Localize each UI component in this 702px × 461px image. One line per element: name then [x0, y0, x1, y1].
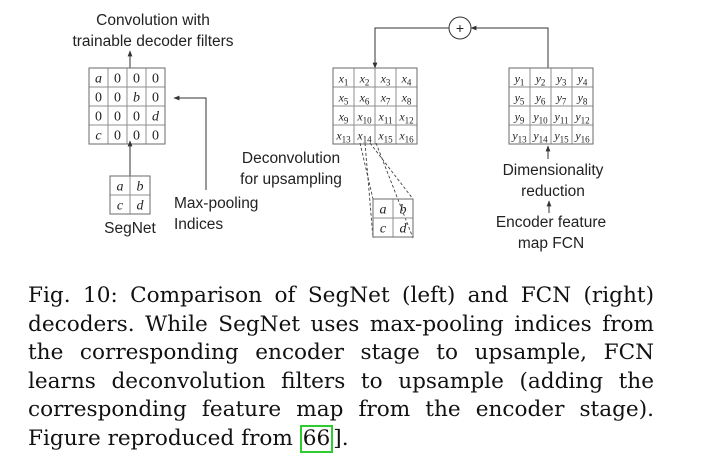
- grid-cell-value: d: [137, 199, 145, 214]
- grid-cell-value: y1: [514, 72, 525, 88]
- fcn-y-to-sum-arrow: [470, 25, 549, 68]
- grid-cell-value: a: [117, 180, 124, 195]
- grid-cell-value: y10: [532, 110, 548, 126]
- grid-cell-value: d: [400, 222, 408, 237]
- grid-cell-value: a: [95, 72, 102, 87]
- grid-cell-value: b: [137, 180, 144, 195]
- grid-cell-value: y9: [514, 110, 525, 126]
- caption-text: Fig. 10: Comparison of SegNet (left) and…: [28, 283, 654, 451]
- grid-cell-value: x16: [398, 129, 414, 145]
- grid-cell-value: 0: [114, 110, 121, 125]
- grid-cell-value: y12: [574, 110, 589, 126]
- deconvolution-projection-lines: [359, 142, 414, 239]
- max-pooling-label-line2: Indices: [174, 216, 223, 233]
- segnet-output-label-line2: trainable decoder filters: [72, 33, 233, 50]
- grid-cell-value: c: [117, 199, 124, 214]
- grid-cell-value: 0: [114, 72, 121, 87]
- grid-border: [508, 67, 594, 145]
- grid-border: [372, 198, 414, 238]
- grid-cell-value: x1: [338, 72, 349, 88]
- grid-cell-value: x4: [401, 72, 412, 88]
- caption-end: ].: [333, 425, 349, 451]
- grid-cell-value: y7: [556, 91, 567, 107]
- grid-cell-value: 0: [133, 72, 140, 87]
- grid-cell-value: x2: [359, 72, 370, 88]
- fcn-sum-to-x-arrow: [372, 27, 449, 69]
- grid-cell-value: y11: [554, 110, 569, 126]
- grid-border: [109, 175, 151, 215]
- grid-cell-value: 0: [133, 110, 140, 125]
- grid-cell-value: x12: [398, 110, 413, 126]
- grid-cell-value: 0: [152, 91, 159, 106]
- grid-cell-value: x13: [335, 129, 351, 145]
- fcn-y-grid: y1 y2 y3 y4 y5 y6 y7 y8 y9 y10 y11 y12 y13 y14 y15 y16: [508, 67, 594, 145]
- encoder-label-line2: map FCN: [518, 235, 584, 252]
- grid-cell-value: x9: [338, 110, 349, 126]
- grid-cell-value: x11: [378, 110, 393, 126]
- grid-cell-value: y5: [514, 91, 525, 107]
- grid-cell-value: 0: [114, 129, 121, 144]
- plus-symbol: +: [456, 20, 464, 36]
- dimensionality-label-line1: Dimensionality: [503, 162, 604, 179]
- grid-cell-value: c: [380, 222, 387, 237]
- grid-cell-value: y16: [574, 129, 590, 145]
- grid-cell-value: 0: [152, 72, 159, 87]
- grid-cell-value: y13: [511, 129, 527, 145]
- deconvolution-label-line1: Deconvolution: [242, 150, 340, 167]
- segnet-fcn-diagram: Convolution with trainable decoder filte…: [72, 12, 606, 252]
- grid-cell-value: x6: [359, 91, 370, 107]
- grid-cell-value: x5: [338, 91, 349, 107]
- grid-cell-value: a: [380, 203, 387, 218]
- deconvolution-label-line2: for upsampling: [240, 171, 342, 188]
- grid-cell-value: y3: [556, 72, 567, 88]
- grid-cell-value: y14: [532, 129, 548, 145]
- grid-cell-value: x3: [380, 72, 391, 88]
- grid-cell-value: 0: [152, 129, 159, 144]
- grid-cell-value: b: [400, 203, 407, 218]
- grid-cell-value: 0: [95, 91, 102, 106]
- grid-cell-value: x7: [380, 91, 391, 107]
- grid-cell-value: x14: [356, 129, 372, 145]
- grid-cell-value: y8: [577, 91, 588, 107]
- grid-cell-value: b: [133, 91, 140, 106]
- grid-cell-value: c: [95, 129, 102, 144]
- grid-cell-value: y4: [577, 72, 588, 88]
- grid-cell-value: y15: [553, 129, 569, 145]
- figure-caption: Fig. 10: Comparison of SegNet (left) and…: [28, 282, 654, 454]
- grid-cell-value: x8: [401, 91, 412, 107]
- grid-border: [88, 67, 166, 145]
- grid-cell-value: 0: [114, 91, 121, 106]
- max-pooling-indices-arrow: [173, 95, 207, 190]
- dimensionality-label-line2: reduction: [521, 183, 585, 200]
- grid-border: [332, 67, 418, 145]
- grid-cell-value: y6: [535, 91, 546, 107]
- grid-cell-value: y2: [535, 72, 546, 88]
- segnet-output-label-line1: Convolution with: [96, 12, 210, 29]
- grid-cell-value: 0: [95, 110, 102, 125]
- grid-cell-value: x15: [377, 129, 393, 145]
- citation-link[interactable]: 66: [299, 424, 334, 453]
- grid-cell-value: 0: [133, 129, 140, 144]
- grid-cell-value: d: [152, 110, 160, 125]
- segnet-label: SegNet: [104, 220, 156, 237]
- fcn-x-grid: x1 x2 x3 x4 x5 x6 x7 x8 x9 x10 x11 x12 x13 x14 x15 x16: [332, 67, 418, 145]
- max-pooling-label-line1: Max-pooling: [174, 195, 258, 212]
- encoder-label-line1: Encoder feature: [496, 214, 606, 231]
- grid-cell-value: x10: [356, 110, 372, 126]
- citation-number: 66: [302, 425, 331, 451]
